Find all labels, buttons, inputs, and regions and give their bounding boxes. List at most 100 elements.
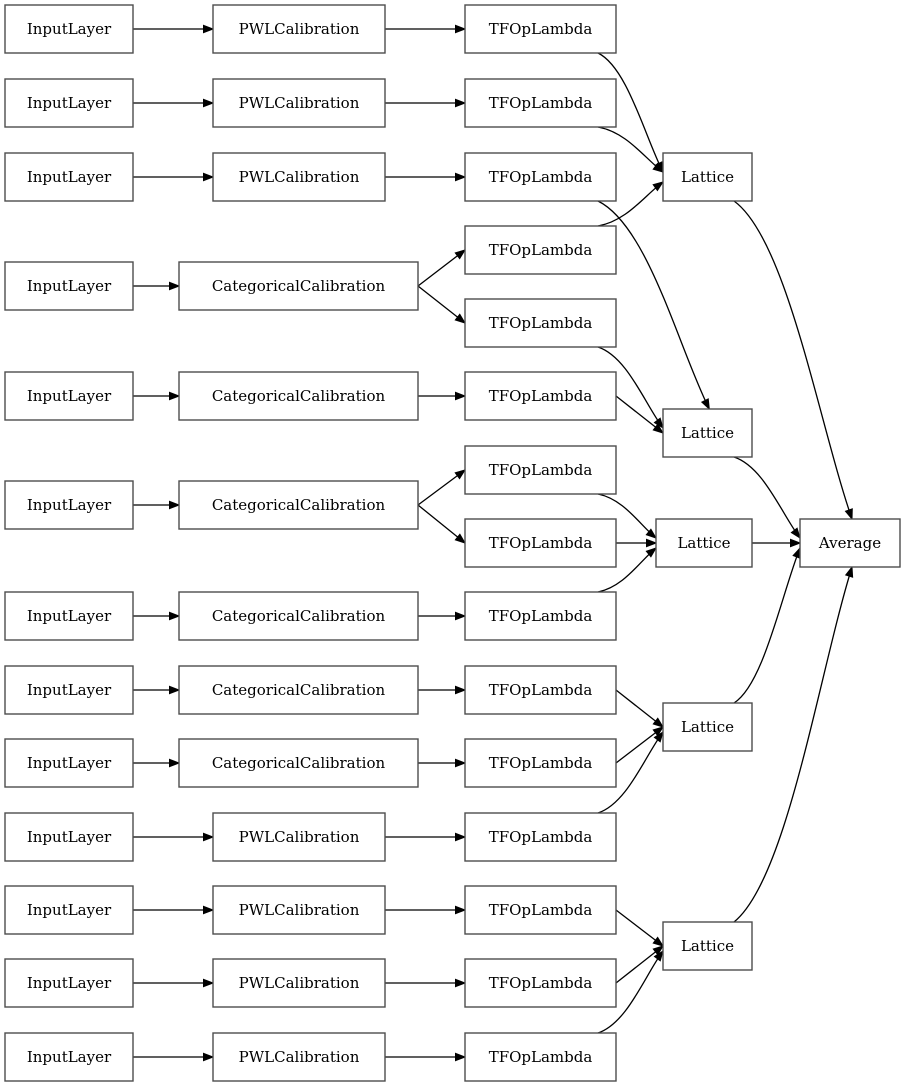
node-tfop-lambda-tf5[interactable]: TFOpLambda — [464, 298, 617, 348]
node-box[interactable] — [178, 591, 419, 641]
node-input-layer-in13[interactable]: InputLayer — [4, 1032, 134, 1082]
node-box[interactable] — [178, 261, 419, 311]
node-input-layer-in7[interactable]: InputLayer — [4, 591, 134, 641]
node-box[interactable] — [212, 152, 386, 202]
node-box[interactable] — [464, 738, 617, 788]
node-average-avg[interactable]: Average — [799, 518, 901, 568]
node-box[interactable] — [212, 78, 386, 128]
node-input-layer-in3[interactable]: InputLayer — [4, 152, 134, 202]
node-box[interactable] — [212, 4, 386, 54]
node-box[interactable] — [464, 518, 617, 568]
node-categorical-calibration-cal5[interactable]: CategoricalCalibration — [178, 371, 419, 421]
node-label: TFOpLambda — [489, 461, 593, 479]
node-box[interactable] — [662, 152, 753, 202]
node-input-layer-in6[interactable]: InputLayer — [4, 480, 134, 530]
node-lattice-lat3[interactable]: Lattice — [655, 518, 753, 568]
edge-cal4-to-tf4 — [417, 249, 467, 287]
node-box[interactable] — [464, 812, 617, 862]
node-tfop-lambda-tf9[interactable]: TFOpLambda — [464, 591, 617, 641]
node-box[interactable] — [464, 1032, 617, 1082]
node-box[interactable] — [464, 885, 617, 935]
node-box[interactable] — [4, 591, 134, 641]
node-tfop-lambda-tf11[interactable]: TFOpLambda — [464, 738, 617, 788]
node-box[interactable] — [464, 4, 617, 54]
node-box[interactable] — [4, 371, 134, 421]
node-pwlcalibration-cal2[interactable]: PWLCalibration — [212, 78, 386, 128]
node-lattice-lat5[interactable]: Lattice — [662, 921, 753, 971]
node-box[interactable] — [464, 225, 617, 275]
node-box[interactable] — [464, 958, 617, 1008]
node-box[interactable] — [178, 738, 419, 788]
node-tfop-lambda-tf14[interactable]: TFOpLambda — [464, 958, 617, 1008]
node-input-layer-in10[interactable]: InputLayer — [4, 812, 134, 862]
node-box[interactable] — [464, 591, 617, 641]
node-box[interactable] — [212, 885, 386, 935]
node-input-layer-in11[interactable]: InputLayer — [4, 885, 134, 935]
node-box[interactable] — [464, 371, 617, 421]
node-box[interactable] — [178, 480, 419, 530]
node-box[interactable] — [655, 518, 753, 568]
node-box[interactable] — [4, 812, 134, 862]
node-pwlcalibration-cal11[interactable]: PWLCalibration — [212, 885, 386, 935]
node-categorical-calibration-cal7[interactable]: CategoricalCalibration — [178, 591, 419, 641]
node-box[interactable] — [464, 78, 617, 128]
node-tfop-lambda-tf8[interactable]: TFOpLambda — [464, 518, 617, 568]
node-box[interactable] — [4, 738, 134, 788]
node-lattice-lat4[interactable]: Lattice — [662, 702, 753, 752]
node-pwlcalibration-cal1[interactable]: PWLCalibration — [212, 4, 386, 54]
node-pwlcalibration-cal13[interactable]: PWLCalibration — [212, 1032, 386, 1082]
node-tfop-lambda-tf6[interactable]: TFOpLambda — [464, 371, 617, 421]
node-input-layer-in4[interactable]: InputLayer — [4, 261, 134, 311]
node-box[interactable] — [464, 665, 617, 715]
edge-line — [733, 456, 801, 539]
node-input-layer-in1[interactable]: InputLayer — [4, 4, 134, 54]
node-tfop-lambda-tf1[interactable]: TFOpLambda — [464, 4, 617, 54]
node-categorical-calibration-cal8[interactable]: CategoricalCalibration — [178, 665, 419, 715]
node-input-layer-in2[interactable]: InputLayer — [4, 78, 134, 128]
node-box[interactable] — [4, 4, 134, 54]
node-input-layer-in9[interactable]: InputLayer — [4, 738, 134, 788]
node-tfop-lambda-tf2[interactable]: TFOpLambda — [464, 78, 617, 128]
node-box[interactable] — [4, 78, 134, 128]
node-categorical-calibration-cal9[interactable]: CategoricalCalibration — [178, 738, 419, 788]
node-box[interactable] — [212, 958, 386, 1008]
node-box[interactable] — [4, 261, 134, 311]
node-box[interactable] — [662, 408, 753, 458]
node-tfop-lambda-tf7[interactable]: TFOpLambda — [464, 445, 617, 495]
node-box[interactable] — [4, 1032, 134, 1082]
node-box[interactable] — [4, 152, 134, 202]
edge-line — [733, 547, 801, 704]
node-box[interactable] — [178, 665, 419, 715]
node-pwlcalibration-cal10[interactable]: PWLCalibration — [212, 812, 386, 862]
node-input-layer-in12[interactable]: InputLayer — [4, 958, 134, 1008]
node-box[interactable] — [4, 958, 134, 1008]
node-box[interactable] — [464, 152, 617, 202]
node-box[interactable] — [4, 665, 134, 715]
node-box[interactable] — [212, 812, 386, 862]
node-tfop-lambda-tf13[interactable]: TFOpLambda — [464, 885, 617, 935]
node-box[interactable] — [4, 885, 134, 935]
node-box[interactable] — [4, 480, 134, 530]
node-box[interactable] — [464, 445, 617, 495]
edge-line — [733, 200, 853, 520]
node-lattice-lat1[interactable]: Lattice — [662, 152, 753, 202]
node-box[interactable] — [662, 921, 753, 971]
node-tfop-lambda-tf15[interactable]: TFOpLambda — [464, 1032, 617, 1082]
node-pwlcalibration-cal3[interactable]: PWLCalibration — [212, 152, 386, 202]
node-box[interactable] — [799, 518, 901, 568]
node-input-layer-in8[interactable]: InputLayer — [4, 665, 134, 715]
node-box[interactable] — [212, 1032, 386, 1082]
node-tfop-lambda-tf3[interactable]: TFOpLambda — [464, 152, 617, 202]
node-box[interactable] — [178, 371, 419, 421]
node-tfop-lambda-tf10[interactable]: TFOpLambda — [464, 665, 617, 715]
node-categorical-calibration-cal6[interactable]: CategoricalCalibration — [178, 480, 419, 530]
node-tfop-lambda-tf4[interactable]: TFOpLambda — [464, 225, 617, 275]
node-categorical-calibration-cal4[interactable]: CategoricalCalibration — [178, 261, 419, 311]
node-tfop-lambda-tf12[interactable]: TFOpLambda — [464, 812, 617, 862]
node-pwlcalibration-cal12[interactable]: PWLCalibration — [212, 958, 386, 1008]
node-label: CategoricalCalibration — [212, 681, 386, 699]
node-input-layer-in5[interactable]: InputLayer — [4, 371, 134, 421]
node-box[interactable] — [662, 702, 753, 752]
node-box[interactable] — [464, 298, 617, 348]
node-lattice-lat2[interactable]: Lattice — [662, 408, 753, 458]
